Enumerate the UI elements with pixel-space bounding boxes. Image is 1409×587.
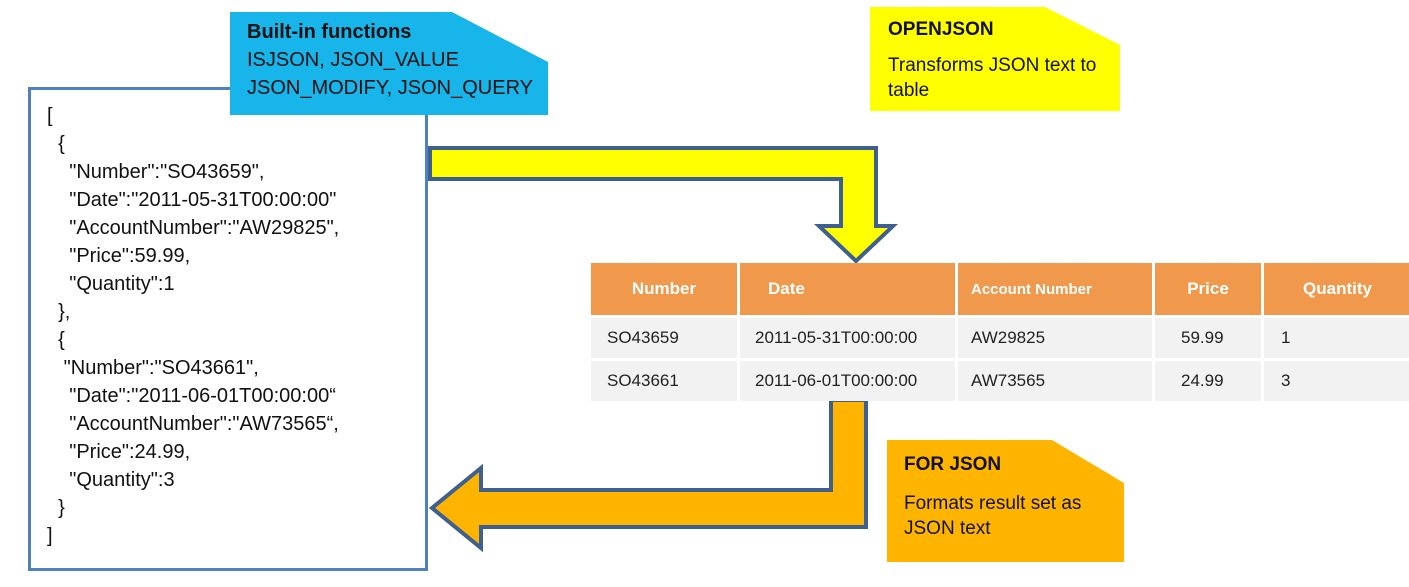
table-cell-date: 2011-05-31T00:00:00 (740, 318, 955, 358)
forjson-description: Formats result set as JSON text (904, 493, 1082, 539)
table-cell-quantity: 1 (1264, 318, 1409, 358)
builtin-functions-line1: ISJSON, JSON_VALUE (247, 49, 459, 71)
builtin-functions-title: Built-in functions (247, 21, 412, 43)
builtin-functions-callout: Built-in functions ISJSON, JSON_VALUE JS… (230, 12, 548, 115)
result-table: Number Date Account Number Price Quantit… (591, 263, 1409, 401)
table-cell-date: 2011-06-01T00:00:00 (740, 361, 955, 401)
openjson-description: Transforms JSON text to table (888, 55, 1097, 101)
table-header-date: Date (740, 263, 955, 315)
table-cell-quantity: 3 (1264, 361, 1409, 401)
table-header-price: Price (1155, 263, 1261, 315)
openjson-title: OPENJSON (888, 19, 994, 40)
json-source-box: [ { "Number":"SO43659", "Date":"2011-05-… (28, 87, 428, 571)
table-header-account-number: Account Number (958, 263, 1152, 315)
table-cell-price: 24.99 (1155, 361, 1261, 401)
forjson-arrow (428, 398, 868, 553)
json-source-text: [ { "Number":"SO43659", "Date":"2011-05-… (47, 105, 340, 547)
openjson-arrow (428, 146, 899, 264)
table-cell-number: SO43661 (591, 361, 737, 401)
table-cell-number: SO43659 (591, 318, 737, 358)
forjson-title: FOR JSON (904, 454, 1002, 475)
forjson-callout: FOR JSON Formats result set as JSON text (887, 440, 1124, 562)
builtin-functions-line2: JSON_MODIFY, JSON_QUERY (247, 77, 533, 99)
table-cell-price: 59.99 (1155, 318, 1261, 358)
table-header-number: Number (591, 263, 737, 315)
openjson-callout: OPENJSON Transforms JSON text to table (870, 7, 1120, 111)
table-cell-account: AW29825 (958, 318, 1152, 358)
table-header-quantity: Quantity (1264, 263, 1409, 315)
table-cell-account: AW73565 (958, 361, 1152, 401)
